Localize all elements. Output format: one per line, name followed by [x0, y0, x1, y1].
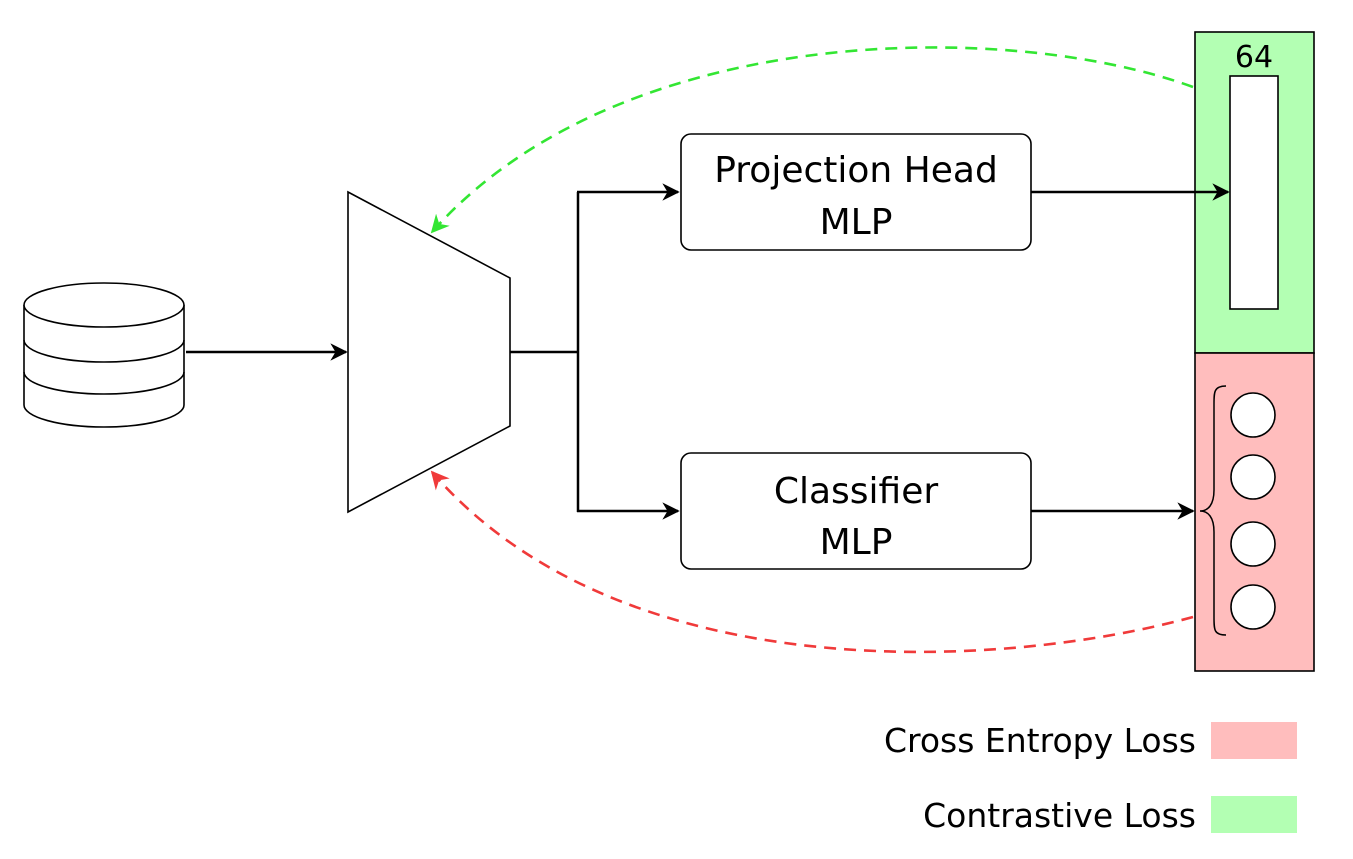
legend-swatch-cross-entropy [1211, 722, 1297, 759]
projection-head-subtitle: MLP [820, 202, 893, 243]
output-node [1230, 521, 1276, 567]
output-node [1230, 392, 1276, 438]
output-node [1230, 584, 1276, 630]
projection-head-box: Projection Head MLP [680, 133, 1032, 251]
embedding-vector [1229, 75, 1279, 310]
encoder-trapezoid-icon [347, 190, 511, 514]
output-nodes-brace [1199, 385, 1227, 636]
classifier-title: Classifier [774, 471, 939, 512]
legend-item-contrastive: Contrastive Loss [923, 796, 1297, 835]
projection-head-title: Projection Head [714, 150, 998, 191]
branch-connector [510, 183, 680, 520]
classifier-subtitle: MLP [820, 522, 893, 563]
output-node-list [1230, 392, 1276, 630]
contrastive-feedback-arrow [430, 46, 1194, 234]
legend-label-contrastive: Contrastive Loss [923, 796, 1196, 835]
legend-label-cross-entropy: Cross Entropy Loss [884, 721, 1196, 760]
legend-swatch-contrastive [1211, 796, 1297, 833]
database-icon [23, 282, 185, 428]
embedding-dimension-label: 64 [1235, 40, 1273, 75]
cross-entropy-feedback-arrow [430, 470, 1194, 654]
output-node [1230, 454, 1276, 500]
legend-item-cross-entropy: Cross Entropy Loss [884, 721, 1297, 760]
classifier-box: Classifier MLP [680, 452, 1032, 570]
legend: Cross Entropy Loss Contrastive Loss [884, 721, 1297, 835]
